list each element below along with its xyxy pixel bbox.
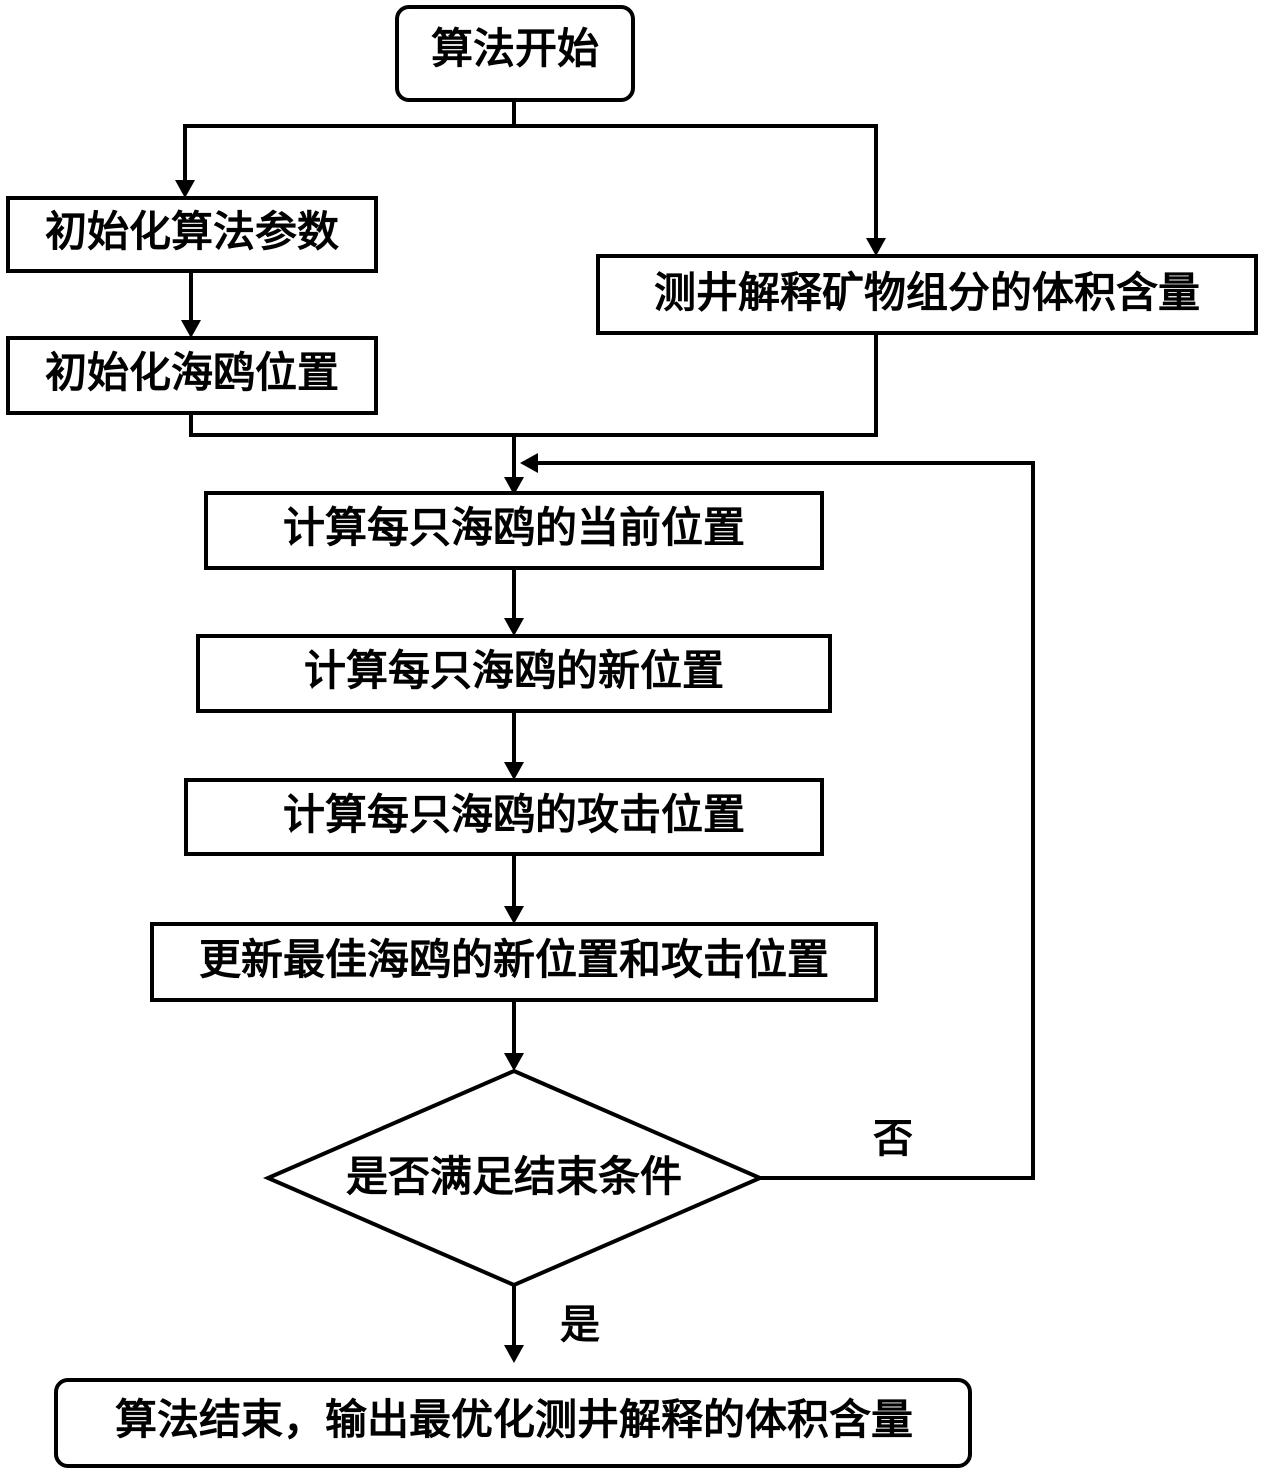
arrow-to-init-positions [181,320,201,338]
arrow-to-mineral-volume [866,238,886,256]
mineral-volume-label: 测井解释矿物组分的体积含量 [654,268,1200,317]
end-node [54,1378,972,1468]
arrow-loop-back [520,453,538,473]
condition-label: 是否满足结束条件 [346,1152,682,1201]
attack-position-label: 计算每只海鸥的攻击位置 [283,790,745,839]
current-position-label: 计算每只海鸥的当前位置 [283,503,745,552]
start-node [395,5,635,102]
init-positions-node [6,336,378,415]
arrow-to-update-best [504,906,524,924]
start-label: 算法开始 [431,24,599,73]
condition-node [262,1068,766,1288]
init-params-label: 初始化算法参数 [45,207,339,256]
arrow-to-attack-position [504,762,524,780]
condition-no-loop-line [536,461,1035,1180]
update-best-label: 更新最佳海鸥的新位置和攻击位置 [199,935,829,984]
arrow-to-current-position [504,477,524,495]
init-positions-label: 初始化海鸥位置 [45,348,339,397]
update-best-node [150,922,878,1002]
init-positions-merge-line [189,411,516,437]
attack-position-node [184,778,824,856]
arrow-to-condition [504,1053,524,1071]
arrow-to-init-params [175,180,195,198]
yes-branch-label: 是 [560,1301,600,1348]
mineral-volume-merge-line [512,331,878,437]
connector-group [175,98,1035,1363]
no-branch-label: 否 [873,1115,913,1162]
new-position-label: 计算每只海鸥的新位置 [304,646,724,695]
arrow-to-new-position [504,618,524,636]
current-position-node [204,491,824,570]
arrow-to-end [504,1345,524,1363]
end-label: 算法结束，输出最优化测井解释的体积含量 [115,1395,913,1444]
init-params-node [6,196,378,273]
mineral-volume-node [596,254,1258,335]
new-position-node [196,634,832,713]
